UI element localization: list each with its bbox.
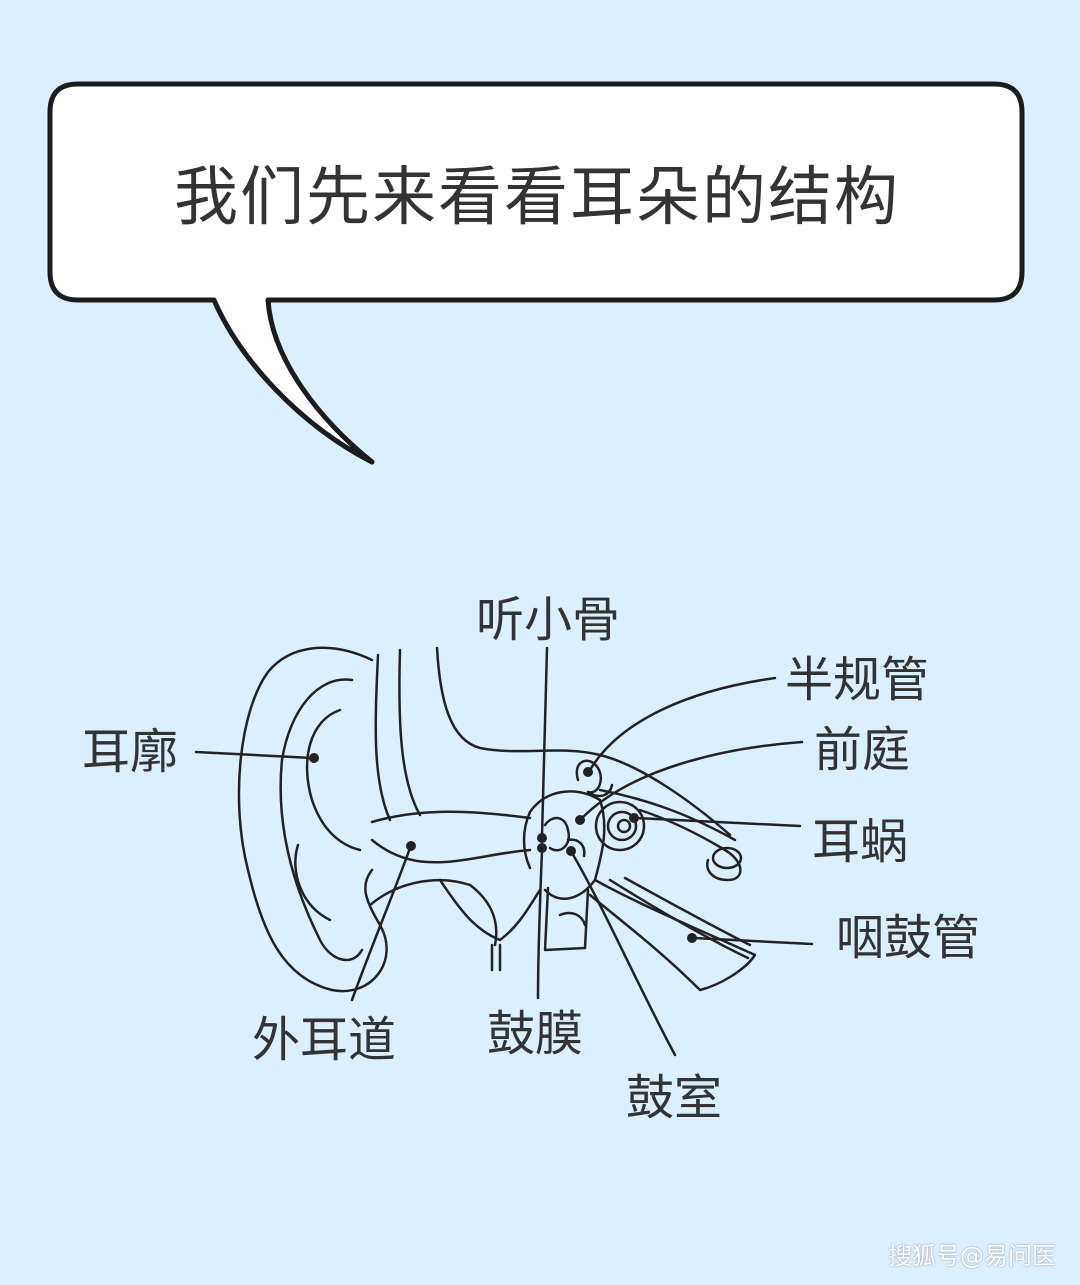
dot-tympanic	[566, 846, 576, 856]
dot-eardrum	[537, 843, 547, 853]
label-semicircular-canals: 半规管	[785, 652, 930, 708]
auricle-outline	[237, 646, 388, 993]
label-tympanic-cavity: 鼓室	[626, 1070, 723, 1126]
nerve-end	[711, 846, 743, 870]
head-contour-1	[374, 653, 392, 822]
label-eardrum: 鼓膜	[487, 1006, 584, 1062]
label-ossicles: 听小骨	[476, 592, 621, 648]
leader-ear-canal	[350, 846, 412, 1002]
jaw-line	[438, 878, 542, 942]
cochlea-inner	[616, 818, 632, 834]
auricle-inner-fold	[279, 678, 364, 962]
label-cochlea: 耳蜗	[812, 814, 909, 870]
leader-auricle	[194, 750, 314, 760]
dot-semicircular	[583, 767, 593, 777]
cochlea-outer	[594, 800, 646, 852]
ear-canal-bottom	[368, 879, 498, 947]
tube-stub	[543, 886, 590, 952]
ear-canal-upper	[370, 810, 532, 824]
dot-cochlea	[629, 813, 639, 823]
ear-canal-lower	[370, 838, 532, 864]
auricle-concha	[294, 843, 332, 922]
label-ear-canal: 外耳道	[252, 1012, 397, 1068]
middle-ear-cavity	[528, 790, 606, 900]
leader-eustachian	[692, 936, 814, 946]
speech-bubble-outline	[47, 81, 1025, 465]
eardrum-membrane	[522, 810, 532, 870]
styloid-process	[490, 943, 502, 972]
dot-vestibule	[575, 815, 585, 825]
leader-eardrum	[536, 848, 544, 1000]
leader-cochlea	[634, 816, 802, 828]
speech-bubble	[47, 81, 1025, 465]
label-vestibule: 前庭	[814, 722, 911, 778]
eustachian-tube-stripes	[608, 876, 752, 960]
dot-eustachian	[687, 933, 697, 943]
leader-tympanic	[570, 851, 677, 1057]
label-auricle: 耳廓	[82, 724, 179, 780]
dot-ossicles	[537, 833, 547, 843]
leader-ossicles	[540, 646, 549, 838]
auricle-antihelix	[305, 708, 362, 852]
watermark: 搜狐号@易问医	[888, 1242, 1056, 1270]
temporal-bone-line	[435, 646, 732, 837]
ossicle-bones	[543, 816, 586, 858]
label-eustachian-tube: 咽鼓管	[836, 910, 981, 966]
head-contour-2	[398, 648, 422, 817]
leader-vestibule	[580, 740, 804, 820]
semicircular-canals-drawing	[575, 759, 614, 798]
cochlea-mid	[606, 810, 638, 842]
bubble-title: 我们先来看看耳朵的结构	[174, 161, 900, 235]
dot-ear-canal	[406, 841, 416, 851]
dot-auricle	[309, 753, 319, 763]
ear-diagram	[194, 646, 814, 1057]
eustachian-tube-drawing	[588, 878, 757, 992]
auditory-nerve-outline	[598, 788, 737, 842]
leader-semicircular	[588, 676, 777, 772]
